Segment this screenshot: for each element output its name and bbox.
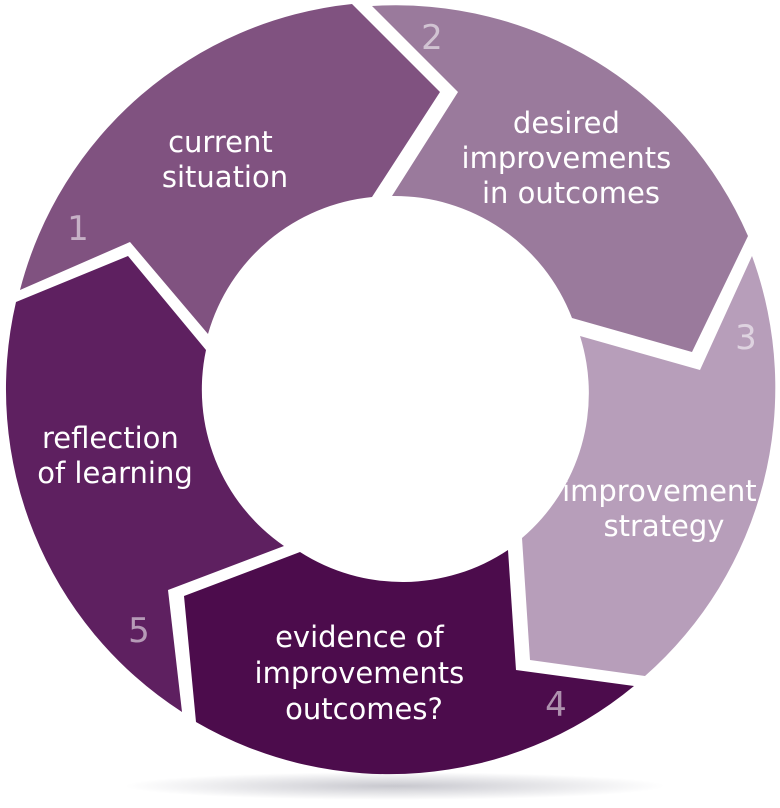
ground-shadow: [125, 772, 665, 800]
step-1-label: current situation: [162, 125, 288, 194]
step-5-label: reflection of learning: [37, 421, 192, 490]
step-3-label-line-1: improvement: [562, 474, 757, 508]
cycle-segment-5: [5, 256, 284, 712]
step-1-number: 1: [67, 209, 89, 249]
step-4-label-line-2: improvements: [255, 656, 465, 690]
step-4-label-line-1: evidence of: [275, 620, 444, 654]
step-1-label-line-2: situation: [162, 160, 288, 194]
step-4-number: 4: [545, 685, 567, 725]
step-5-label-line-1: reflection: [42, 421, 179, 455]
step-2-label-line-2: improvements: [462, 141, 672, 175]
cycle-segment-3: [522, 256, 776, 676]
step-3-number: 3: [735, 318, 757, 358]
step-2-label: desired improvements in outcomes: [462, 106, 681, 210]
cycle-segment-1: [20, 4, 440, 334]
step-1-label-line-1: current: [168, 125, 273, 159]
step-5-label-line-2: of learning: [37, 456, 192, 490]
step-4-label: evidence of improvements outcomes?: [255, 620, 474, 726]
cycle-segment-4: [184, 550, 634, 775]
step-2-label-line-1: desired: [513, 106, 620, 140]
step-2-number: 2: [421, 18, 443, 58]
step-4-label-line-3: outcomes?: [285, 692, 443, 726]
step-2-label-line-3: in outcomes: [482, 176, 660, 210]
cycle-segment-2: [372, 5, 748, 352]
step-3-label-line-2: strategy: [604, 509, 725, 543]
step-3-label: improvement strategy: [562, 474, 766, 543]
step-5-number: 5: [128, 611, 150, 651]
